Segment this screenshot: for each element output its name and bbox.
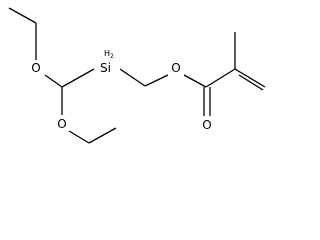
bond-ch-si [61, 68, 95, 88]
bond-o-ester-carbonyl [183, 74, 207, 88]
atom-o-ether-bottom: O [57, 117, 66, 131]
atom-o-carbonyl: O [202, 118, 211, 132]
bond-ethyl-top-ch3 [8, 7, 37, 24]
bond-si-ch2 [119, 68, 146, 87]
atom-labels: O O Si H2 O O [31, 49, 211, 132]
atom-o-ether-top: O [31, 61, 40, 75]
bond-alkene-double-b [238, 74, 264, 91]
atom-si-h-count: 2 [110, 53, 114, 60]
bond-carbonyl-alkene [205, 68, 236, 88]
atom-si-h-label: H2 [104, 49, 114, 60]
atom-o-ester: O [171, 61, 180, 75]
bond-o-bottom-ch2 [68, 130, 90, 144]
atom-si: Si [100, 61, 111, 75]
molecule-structure: O O Si H2 O O [8, 7, 266, 144]
bond-ch2-o-ester [144, 74, 169, 87]
bond-alkene-double-a [234, 68, 266, 88]
bond-ethyl-bottom-ch3 [88, 127, 117, 144]
bond-o-top-ch [44, 74, 63, 88]
structure-canvas: O O Si H2 O O [8, 7, 266, 144]
bonds [8, 7, 266, 144]
